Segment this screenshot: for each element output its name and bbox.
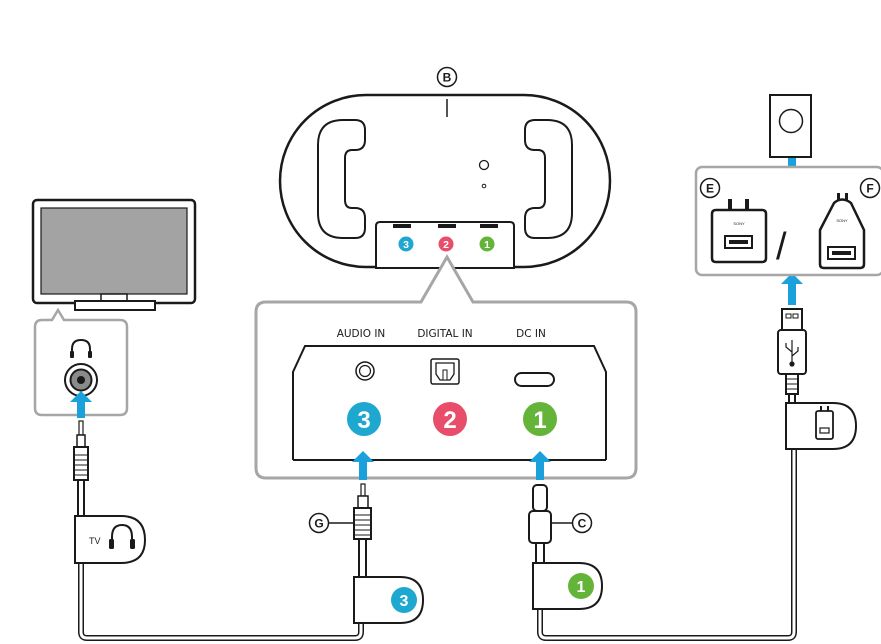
speaker-port-1-badge	[479, 236, 495, 252]
tv-icon	[31, 198, 197, 311]
usb-c-plug	[528, 484, 552, 564]
dc-in-label: DC IN	[516, 328, 546, 340]
usb-cable-tag-1: 1	[532, 562, 604, 610]
usb-symbol-icon	[785, 340, 799, 367]
speaker-port-3-number: 3	[403, 239, 409, 251]
svg-text:B: B	[443, 71, 452, 85]
svg-text:G: G	[314, 517, 323, 531]
up-arrow-icon	[529, 451, 551, 480]
speaker-port-2-badge	[438, 236, 454, 252]
audio-in-number-badge	[347, 402, 381, 436]
speaker-port-2-number: 2	[443, 239, 449, 251]
usb-a-cable-tag	[785, 402, 858, 450]
digital-in-label: DIGITAL IN	[417, 328, 472, 340]
up-arrow-icon	[781, 273, 803, 305]
plug-label-g: G	[308, 512, 354, 534]
wall-outlet-icon	[769, 94, 812, 158]
up-arrow-icon	[70, 391, 92, 418]
rear-panel-zoom: AUDIO IN DIGITAL IN DC IN 3 2 1	[254, 254, 638, 480]
svg-text:F: F	[866, 182, 873, 196]
tv-tag-text: TV	[89, 536, 101, 546]
tv-headphone-jack-callout	[33, 307, 129, 417]
digital-in-number: 2	[443, 407, 456, 434]
headphone-icon	[109, 523, 135, 549]
adapter-f-brand: SONY	[836, 218, 848, 223]
digital-in-number-badge	[433, 402, 467, 436]
speaker-label-b: B	[436, 66, 458, 88]
svg-text:C: C	[578, 517, 587, 531]
audio-in-label: AUDIO IN	[337, 328, 386, 340]
ac-adapter-options: SONY / SONY	[694, 165, 881, 277]
audio-in-number: 3	[357, 407, 370, 434]
audio-cable-tag-3: 3	[353, 576, 425, 624]
dc-in-number: 1	[533, 407, 546, 434]
adapter-e-brand: SONY	[733, 221, 745, 226]
adapter-separator: /	[776, 226, 787, 268]
adapter-label-e: E	[699, 177, 721, 199]
audio-tag-number: 3	[400, 593, 409, 610]
cable-paths	[78, 442, 797, 641]
tv-side-mini-plug	[73, 420, 89, 517]
speaker-port-1-number: 1	[484, 239, 490, 251]
headphone-icon	[70, 338, 92, 358]
ac-adapter-f-icon: SONY	[818, 193, 866, 270]
plug-label-c: C	[551, 512, 593, 534]
usb-a-plug	[777, 308, 807, 405]
dc-in-port-icon	[514, 372, 555, 387]
tv-cable-tag: TV	[74, 515, 147, 564]
audio-in-port-icon	[355, 361, 375, 381]
optical-port-icon	[430, 358, 460, 385]
adapter-label-f: F	[859, 177, 881, 199]
ac-adapter-e-icon: SONY	[710, 199, 768, 264]
speaker-side-mini-plug	[353, 483, 372, 578]
up-arrow-icon	[352, 451, 374, 480]
speaker-top-view: 3 2 1	[278, 93, 612, 269]
dc-in-number-badge	[523, 402, 557, 436]
ac-adapter-icon	[815, 406, 834, 440]
usb-tag-number: 1	[577, 579, 586, 596]
svg-text:E: E	[706, 182, 714, 196]
speaker-port-3-badge	[398, 236, 414, 252]
